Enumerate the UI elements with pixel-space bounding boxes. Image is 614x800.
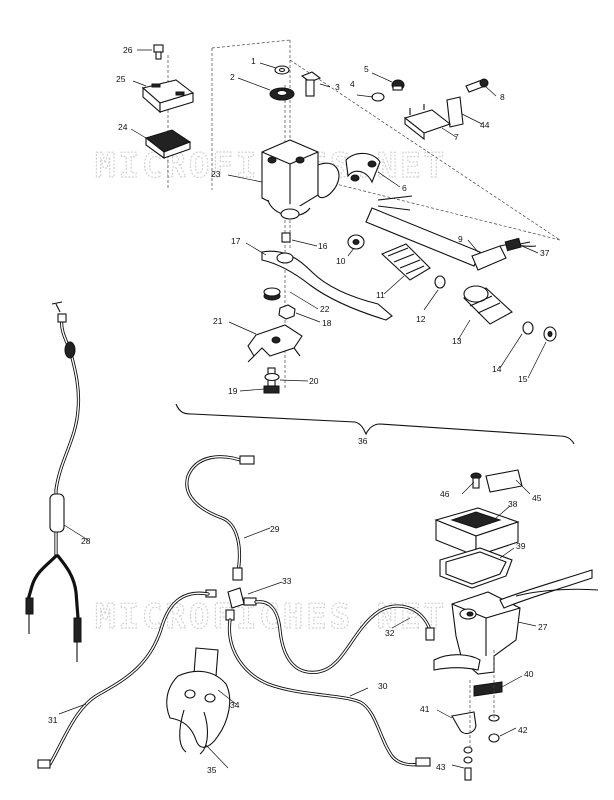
callout-11: 11 (376, 290, 385, 300)
bolt-icon (300, 71, 322, 97)
piston-icon (463, 285, 513, 325)
callout-2: 2 (230, 72, 235, 82)
callout-23: 23 (211, 169, 221, 179)
decal-icon (446, 96, 464, 128)
brake-cable-icon (37, 591, 210, 769)
reservoir-cover-icon (434, 507, 520, 557)
screw-icon (470, 472, 482, 489)
callout-17: 17 (231, 236, 241, 246)
throttle-cable-icon (25, 301, 82, 662)
callout-15: 15 (518, 374, 528, 384)
callout-1: 1 (251, 56, 256, 66)
bushing-icon (281, 232, 291, 243)
lever-pivot-icon (473, 681, 503, 697)
hand-guard-icon (166, 647, 231, 755)
bracket-icon (451, 711, 477, 735)
callout-19: 19 (228, 386, 238, 396)
brake-cable-icon (227, 618, 431, 767)
o-ring-icon (522, 321, 534, 335)
reservoir-cover-icon (141, 79, 195, 114)
spring-icon (263, 287, 281, 301)
callout-32: 32 (385, 628, 395, 638)
callout-27: 27 (538, 622, 548, 632)
callout-24: 24 (118, 122, 128, 132)
brake-cable-icon (254, 600, 435, 674)
connector-icon (504, 237, 531, 252)
screw-icon (463, 746, 473, 781)
callout-45: 45 (532, 493, 542, 503)
callout-14: 14 (492, 364, 502, 374)
callout-31: 31 (48, 715, 58, 725)
callout-20: 20 (309, 376, 319, 386)
callout-6: 6 (402, 183, 407, 193)
callout-41: 41 (420, 704, 430, 714)
screw-icon (465, 78, 489, 93)
bleeder-cap-icon (391, 79, 405, 91)
clamp-icon (345, 152, 381, 184)
callout-38: 38 (508, 499, 518, 509)
master-cylinder-icon (261, 139, 340, 220)
callout-3: 3 (335, 82, 340, 92)
washer-icon (264, 372, 280, 382)
callout-7: 7 (454, 132, 459, 142)
callout-30: 30 (378, 681, 388, 691)
brake-lever-icon (261, 250, 393, 321)
callout-34: 34 (230, 700, 240, 710)
nut-icon (278, 304, 296, 320)
callout-4: 4 (350, 79, 355, 89)
callout-8: 8 (500, 92, 505, 102)
rubber-boot-icon (380, 243, 431, 281)
callout-21: 21 (213, 316, 223, 326)
callout-18: 18 (322, 318, 332, 328)
callout-26: 26 (123, 45, 133, 55)
callout-35: 35 (207, 765, 217, 775)
callout-22: 22 (320, 304, 330, 314)
callout-42: 42 (518, 725, 528, 735)
lower-cable-assembly: 28 29 33 32 27 34 35 31 30 46 45 38 39 4… (25, 301, 599, 781)
assembly-bracket (175, 403, 575, 445)
callout-16: 16 (318, 241, 328, 251)
callout-13: 13 (452, 336, 462, 346)
callout-37: 37 (540, 248, 550, 258)
callout-46: 46 (440, 489, 450, 499)
crush-washer-icon (371, 92, 385, 102)
callout-5: 5 (364, 64, 369, 74)
master-cylinder-icon (433, 569, 599, 675)
callout-10: 10 (336, 256, 346, 266)
diaphragm-icon (144, 129, 192, 160)
brake-cable-icon (185, 455, 255, 581)
callout-33: 33 (282, 576, 292, 586)
callout-40: 40 (524, 669, 534, 679)
callout-43: 43 (436, 762, 446, 772)
parking-bracket-icon (247, 324, 303, 363)
seal-icon (434, 275, 446, 289)
callout-25: 25 (116, 74, 126, 84)
callout-12: 12 (416, 314, 426, 324)
callout-39: 39 (516, 541, 526, 551)
callout-28: 28 (81, 536, 91, 546)
callout-44: 44 (480, 120, 490, 130)
screw-icon (488, 714, 500, 743)
callout-36: 36 (358, 436, 368, 446)
screw-icon (153, 44, 164, 60)
switch-bracket-icon (403, 104, 452, 141)
callout-29: 29 (270, 524, 280, 534)
callout-9: 9 (458, 234, 463, 244)
upper-brake-assembly: 26 25 24 1 2 3 4 5 8 44 7 23 6 16 17 22 … (116, 39, 575, 446)
